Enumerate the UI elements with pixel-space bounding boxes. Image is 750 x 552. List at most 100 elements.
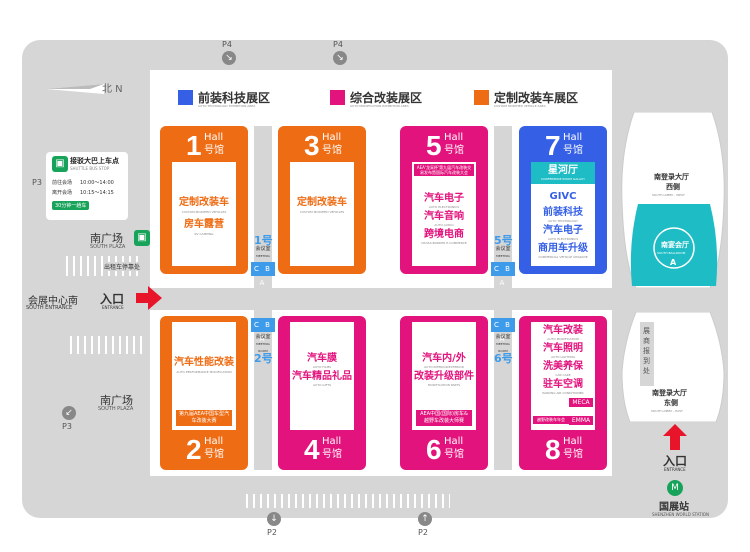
event-tag: AEA'龙采杯'第九届汽车改装交易发布暨国际汽车改装大会 — [414, 164, 474, 176]
hall-category-en: AUTO TECHNOLOGY — [547, 219, 578, 223]
hall-category-en: AUTO PERFORMANCE MODIFICATION — [176, 370, 232, 374]
hall-category: 商用车升级 — [538, 243, 588, 254]
hall-2[interactable]: 汽车性能改装 AUTO PERFORMANCE MODIFICATION 第九届… — [160, 316, 248, 470]
hall-panel: AEA'龙采杯'第九届汽车改装交易发布暨国际汽车改装大会 汽车电子 AUTO E… — [412, 162, 476, 266]
hall-category: 汽车内/外 — [422, 353, 466, 364]
bus-row-label: 前往会场 — [52, 180, 73, 186]
hall-category: 汽车电子 — [424, 193, 464, 204]
hall-category: 洗美养保 — [543, 361, 583, 372]
hall-number: 3 — [304, 130, 320, 161]
hall-category-en: CUSTOM MODIFIED VEHICLES — [299, 210, 345, 214]
hall-category: 汽车改装 — [543, 325, 583, 336]
parking-arrow-icon: ↘ — [222, 51, 236, 65]
parking-p3-top-label: P3 — [32, 178, 42, 187]
south-lobby-east-label: 南登录大厅 — [652, 389, 687, 397]
hall-category-en: AUTO ELECTRONICS — [547, 237, 579, 241]
south-plaza-en: SOUTH PLAZA — [98, 406, 134, 412]
bus-row-label: 离开会场 — [52, 190, 73, 196]
hall-6[interactable]: 汽车内/外 AUTO INTERIOR/EXTERIOR 改装升级部件 MODI… — [400, 316, 488, 470]
hall-category-en: AUTO GIFTS — [312, 383, 331, 387]
hall-panel: 汽车性能改装 AUTO PERFORMANCE MODIFICATION 第九届… — [172, 322, 236, 430]
meeting-room-cba[interactable]: C B A — [251, 262, 275, 287]
meeting-room-label: 会议室 — [255, 246, 271, 252]
north-road — [150, 40, 612, 70]
hall-category: 汽车膜 — [307, 353, 337, 364]
hall-category-en: CUSTOM MODIFIED VEHICLES — [181, 210, 227, 214]
meca-tag: MECA — [569, 398, 593, 407]
meeting-room-cba[interactable]: C B A — [491, 318, 515, 343]
hall-suffix: 号馆 — [444, 145, 464, 156]
south-lobby-west-en: SOUTH LOBBY - WEST — [652, 193, 685, 197]
hall-5[interactable]: 5 Hall 号馆 AEA'龙采杯'第九届汽车改装交易发布暨国际汽车改装大会 汽… — [400, 126, 488, 274]
bus-stop-panel[interactable]: ▣ 接驳大巴上车点 SHUTTLE BUS STOP 前往会场 10:00～14… — [46, 152, 128, 220]
south-lobby-west-label: 南登录大厅 — [654, 173, 689, 181]
parking-lot-stripes — [246, 494, 450, 508]
hall-7[interactable]: 7 Hall 号馆 星河厅 CONFERENCE ROOM GALAXY GIV… — [519, 126, 607, 274]
meeting-room-cba[interactable]: C B A — [491, 262, 515, 287]
event-tag: AEA中国(国际)房车&越野车改装大师赛 — [416, 410, 472, 426]
east-entrance-label: 入口 — [663, 454, 688, 468]
corridor-floor — [150, 288, 612, 310]
south-ballroom[interactable] — [628, 204, 720, 286]
east-entrance-arrow-icon[interactable] — [663, 424, 687, 450]
parking-p4-left-label: P4 — [222, 40, 232, 49]
event-tag: 第九届AEA中国车型汽车改装大赛 — [176, 410, 232, 426]
legend-swatch-mod — [330, 90, 345, 105]
south-lobby-east-side: 东侧 — [664, 399, 678, 407]
hall-number: 7 — [545, 130, 561, 161]
club-tag: 越野改装车年会 — [533, 416, 569, 424]
hall-category-en: MODIFICATION PARTS — [427, 383, 461, 387]
hall-number: 5 — [426, 130, 442, 161]
south-ballroom-letter: A — [670, 258, 677, 267]
meeting-room-cba[interactable]: C B A — [251, 318, 275, 343]
meeting-room-number: 1号 — [254, 234, 273, 247]
hall-category: 定制改装车 — [297, 197, 347, 208]
hall-category-en: AUTO LIGHTING — [551, 355, 575, 359]
legend-tech-en: AUTO TECHNOLOGY EXHIBITION AREA — [198, 104, 256, 108]
entrance-arrow-icon[interactable] — [136, 286, 162, 310]
hall-panel: 汽车膜 AUTO FILMS 汽车精品礼品 AUTO GIFTS — [290, 322, 354, 430]
hall-suffix: 号馆 — [563, 449, 583, 460]
hall-category: 驻车空调 — [543, 379, 583, 390]
metro-icon: M — [667, 480, 683, 496]
meeting-room-label: 会议室 — [255, 334, 271, 340]
hall-word: Hall — [322, 132, 342, 143]
hall-category-en: CAR CARE — [555, 373, 571, 377]
hall-panel: 定制改装车 CUSTOM MODIFIED VEHICLES — [290, 162, 354, 266]
hall-3[interactable]: 3 Hall 号馆 定制改装车 CUSTOM MODIFIED VEHICLES — [278, 126, 366, 274]
conference-room-title: 星河厅 — [548, 165, 578, 176]
south-entrance-label: 会展中心南 — [28, 296, 78, 307]
hall-category-en: COMMERCIAL VEHICLE UPGRADE — [538, 255, 588, 259]
hall-category-en: RV CAMPING — [194, 232, 214, 236]
hall-1[interactable]: 1 Hall 号馆 定制改装车 CUSTOM MODIFIED VEHICLES… — [160, 126, 248, 274]
south-lobby-west-side: 西侧 — [666, 183, 680, 191]
hall-category: 汽车音响 — [424, 211, 464, 222]
bus-icon: ▣ — [134, 230, 150, 246]
bus-row-time: 10:15～14:15 — [80, 190, 114, 196]
hall-4[interactable]: 汽车膜 AUTO FILMS 汽车精品礼品 AUTO GIFTS 4 Hall … — [278, 316, 366, 470]
hall-word: Hall — [563, 132, 583, 143]
hall-category-en: AUTO MODIFICATION — [547, 337, 579, 341]
south-ballroom-label: 南宴会厅 — [661, 241, 689, 249]
hall-number: 4 — [304, 434, 320, 465]
hall-suffix: 号馆 — [322, 449, 342, 460]
parking-arrow-icon: ↘ — [333, 51, 347, 65]
bus-frequency-badge: 30分钟一趟车 — [52, 201, 90, 210]
hall-word: Hall — [204, 132, 224, 143]
hall-word: Hall — [444, 436, 464, 447]
parking-p3-bottom-label: P3 — [62, 422, 72, 431]
meeting-room-number: 6号 — [494, 352, 513, 365]
compass-label: 北 N — [102, 84, 123, 95]
hall-word: Hall — [444, 132, 464, 143]
exhibitor-registration-bar — [640, 322, 654, 386]
parking-lot-stripes — [70, 336, 144, 354]
hall-panel: 星河厅 CONFERENCE ROOM GALAXY GIVC 前装科技 AUT… — [531, 162, 595, 266]
legend-tech: 前装科技展区 — [198, 91, 271, 105]
metro-station-label: 国展站 — [659, 502, 689, 513]
hall-word: Hall — [322, 436, 342, 447]
hall-8[interactable]: 汽车改装 AUTO MODIFICATION 汽车照明 AUTO LIGHTIN… — [519, 316, 607, 470]
south-plaza-en: SOUTH PLAZA — [90, 244, 126, 250]
legend-custom: 定制改装车展区 — [494, 91, 579, 105]
parking-p2-left-label: P2 — [267, 528, 277, 537]
parking-arrow-icon: ↓ — [267, 512, 281, 526]
